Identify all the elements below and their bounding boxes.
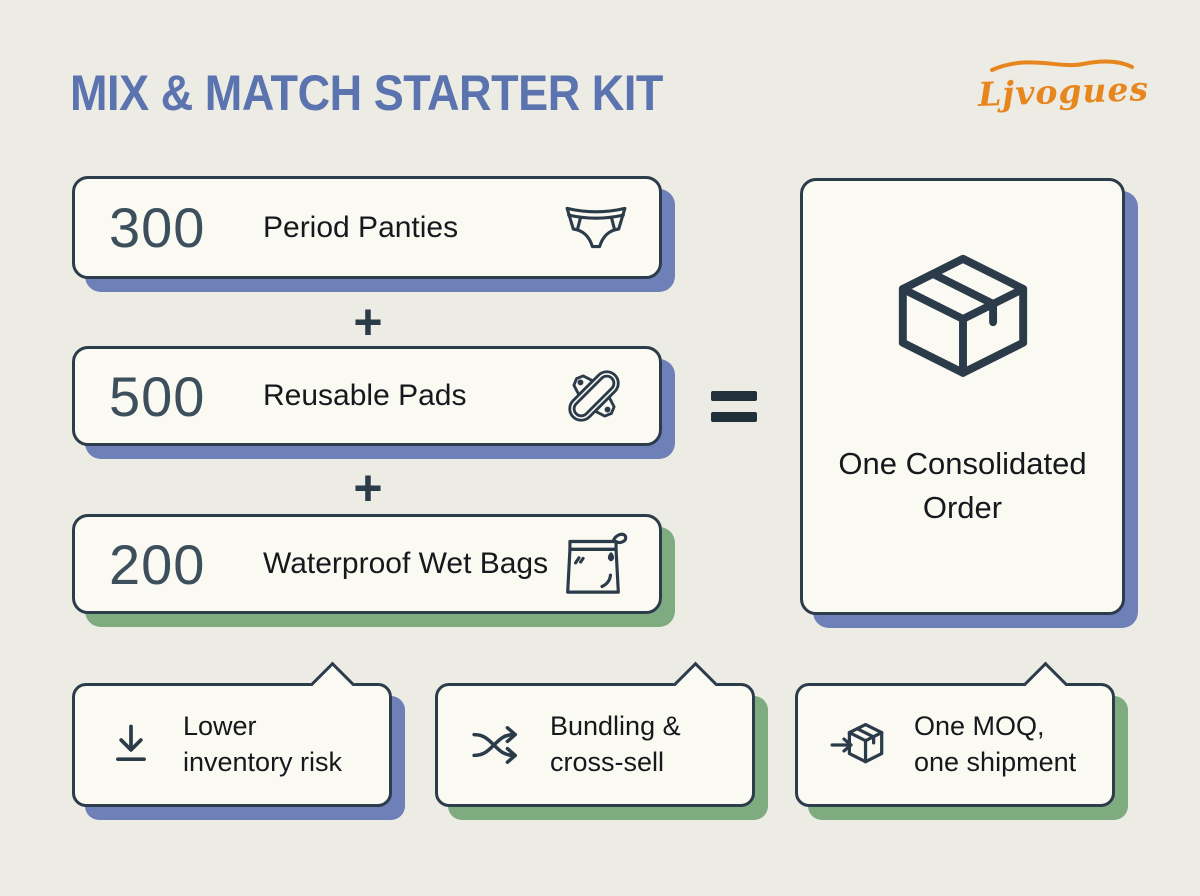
item-label: Waterproof Wet Bags xyxy=(263,547,549,580)
item-label: Period Panties xyxy=(263,210,459,244)
logo-text: Ljvogues xyxy=(977,69,1150,114)
callout-pointer xyxy=(310,661,355,706)
item-quantity: 300 xyxy=(109,196,206,259)
benefit-label: Lower inventory risk xyxy=(183,711,343,777)
item-quantity: 500 xyxy=(109,364,206,428)
benefit-card-bundling-cross-sell: Bundling & cross-sell xyxy=(435,661,755,807)
wet-bag-icon xyxy=(557,528,629,600)
item-quantity: 200 xyxy=(109,532,206,596)
page-title: MIX & MATCH STARTER KIT xyxy=(70,65,663,121)
benefit-label: Bundling & cross-sell xyxy=(550,711,681,777)
benefit-label: One MOQ, one shipment xyxy=(914,711,1077,777)
result-card: One Consolidated Order xyxy=(800,178,1125,615)
item-card-reusable-pads: 500 Reusable Pads xyxy=(72,346,662,446)
item-card-wet-bags: 200 Waterproof Wet Bags xyxy=(72,514,662,614)
equals-operator xyxy=(711,391,757,433)
result-label: One Consolidated Order xyxy=(838,446,1087,526)
item-label: Reusable Pads xyxy=(263,379,467,412)
callout-pointer xyxy=(673,661,718,706)
benefit-card-one-moq-one-shipment: One MOQ, one shipment xyxy=(795,661,1115,807)
panties-icon xyxy=(563,201,629,255)
plus-operator: + xyxy=(353,460,383,516)
brand-logo: Ljvogues xyxy=(977,52,1150,114)
reusable-pad-icon xyxy=(559,361,629,431)
plus-operator: + xyxy=(353,294,383,350)
package-inbound-icon xyxy=(830,720,886,770)
item-card-period-panties: 300 Period Panties xyxy=(72,176,662,279)
logo-swoosh-icon xyxy=(989,59,1134,72)
shuffle-icon xyxy=(470,723,522,767)
package-icon xyxy=(887,243,1039,400)
download-icon xyxy=(107,721,155,769)
benefit-card-lower-inventory-risk: Lower inventory risk xyxy=(72,661,392,807)
callout-pointer xyxy=(1023,661,1068,706)
